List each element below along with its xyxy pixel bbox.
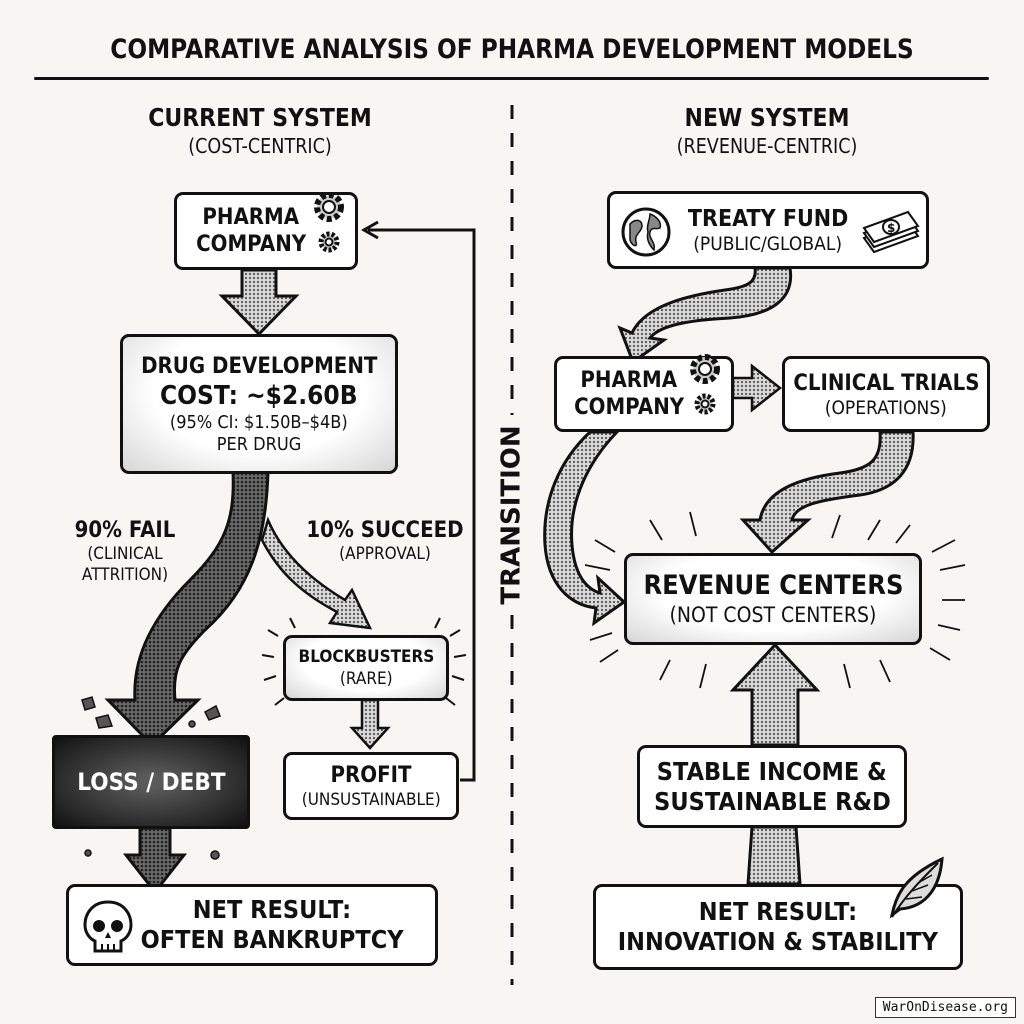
transition-text: TRANSITION — [497, 425, 527, 605]
fail-reason-line2: ATTRITION) — [81, 565, 169, 585]
fail-label: 90% FAIL (CLINICAL ATTRITION) — [55, 518, 195, 586]
page-title: COMPARATIVE ANALYSIS OF PHARMA DEVELOPME… — [110, 34, 914, 65]
new-net-line2: INNOVATION & STABILITY — [617, 927, 939, 956]
clinical-trials-line1: CLINICAL TRIALS — [792, 370, 980, 396]
current-system-heading: CURRENT SYSTEM (COST-CENTRIC) — [60, 103, 460, 159]
cost-per-drug: PER DRUG — [216, 433, 302, 455]
succeed-reason: (APPROVAL) — [339, 544, 431, 564]
profit-box: PROFIT (UNSUSTAINABLE) — [283, 752, 459, 820]
revenue-centers-line2: (NOT COST CENTERS) — [669, 603, 877, 627]
stable-income-box: STABLE INCOME & SUSTAINABLE R&D — [637, 745, 907, 828]
treaty-fund-line1: TREATY FUND — [687, 205, 849, 232]
arrow-fail — [104, 470, 270, 748]
gears-icon — [690, 354, 720, 415]
drug-development-cost-box: DRUG DEVELOPMENT COST: ~$2.60B (95% CI: … — [120, 334, 398, 474]
cost-line1: DRUG DEVELOPMENT — [140, 353, 378, 379]
current-net-line2: OFTEN BANKRUPTCY — [140, 925, 404, 954]
revenue-centers-box: REVENUE CENTERS (NOT COST CENTERS) — [624, 553, 922, 645]
skull-icon — [83, 900, 133, 953]
arrow-blockbusters-to-profit — [349, 698, 391, 750]
current-pharma-line2: COMPANY — [196, 232, 306, 257]
loss-debt-box: LOSS / DEBT — [52, 735, 250, 829]
arrow-loss-to-net — [122, 826, 188, 895]
new-pharma-line2: COMPANY — [574, 395, 684, 420]
arrow-fund-to-pharma — [617, 266, 793, 365]
arrow-trials-to-revenue — [739, 430, 915, 555]
stable-line1: STABLE INCOME & — [657, 756, 887, 786]
cost-confidence-interval: (95% CI: $1.50B–$4B) — [170, 411, 348, 433]
clinical-trials-line2: (OPERATIONS) — [824, 396, 948, 419]
revenue-centers-line1: REVENUE CENTERS — [642, 570, 904, 601]
debris — [81, 696, 221, 860]
new-pharma-line1: PHARMA — [580, 368, 678, 393]
arrow-stable-to-revenue — [729, 642, 821, 747]
new-net-result-box: NET RESULT: INNOVATION & STABILITY — [593, 856, 963, 970]
gears-icon — [314, 192, 344, 253]
arrow-succeed — [260, 516, 373, 630]
new-system-subtitle: (REVENUE-CENTRIC) — [676, 134, 858, 158]
transition-label: TRANSITION — [482, 425, 542, 604]
succeed-percent: 10% SUCCEED — [306, 518, 464, 543]
title-underline — [34, 77, 989, 80]
current-system-subtitle: (COST-CENTRIC) — [188, 134, 332, 158]
arrow-net-to-stable — [746, 825, 802, 886]
feedback-arrowhead — [360, 220, 379, 240]
blockbusters-line2: (RARE) — [339, 669, 393, 689]
leaf-icon — [889, 856, 944, 919]
profit-line2: (UNSUSTAINABLE) — [301, 789, 441, 810]
profit-line1: PROFIT — [330, 762, 412, 788]
watermark: WarOnDisease.org — [874, 997, 1016, 1018]
current-pharma-line1: PHARMA — [202, 205, 300, 230]
blockbusters-burst — [261, 617, 467, 706]
fail-reason-line1: (CLINICAL — [87, 544, 163, 564]
feedback-loop-line — [368, 228, 476, 782]
clinical-trials-box: CLINICAL TRIALS (OPERATIONS) — [782, 356, 990, 432]
money-icon: $ — [862, 210, 920, 254]
blockbusters-line1: BLOCKBUSTERS — [298, 647, 434, 667]
new-system-title: NEW SYSTEM — [684, 103, 850, 132]
succeed-label: 10% SUCCEED (APPROVAL) — [290, 518, 480, 565]
treaty-fund-box: TREATY FUND (PUBLIC/GLOBAL) $ — [607, 191, 929, 269]
loss-debt-label: LOSS / DEBT — [76, 767, 226, 796]
arrow-pharma-to-cost — [218, 268, 300, 337]
arrow-pharma-to-trials — [731, 363, 783, 413]
arrow-pharma-to-revenue — [543, 430, 627, 627]
current-system-title: CURRENT SYSTEM — [148, 103, 372, 132]
new-pharma-company-box: PHARMA COMPANY — [554, 354, 734, 432]
new-system-heading: NEW SYSTEM (REVENUE-CENTRIC) — [567, 103, 967, 159]
blockbusters-box: BLOCKBUSTERS (RARE) — [283, 635, 449, 701]
treaty-fund-line2: (PUBLIC/GLOBAL) — [693, 232, 843, 255]
current-net-result-box: NET RESULT: OFTEN BANKRUPTCY — [66, 884, 438, 966]
current-net-line1: NET RESULT: — [192, 895, 352, 924]
new-net-line1: NET RESULT: — [698, 897, 858, 926]
cost-value: COST: ~$2.60B — [160, 380, 358, 411]
revenue-burst — [584, 511, 966, 689]
svg-text:$: $ — [887, 221, 895, 235]
globe-icon — [621, 207, 671, 257]
stable-line2: SUSTAINABLE R&D — [653, 786, 891, 816]
current-pharma-company-box: PHARMA COMPANY — [174, 192, 358, 270]
fail-percent: 90% FAIL — [74, 518, 176, 543]
